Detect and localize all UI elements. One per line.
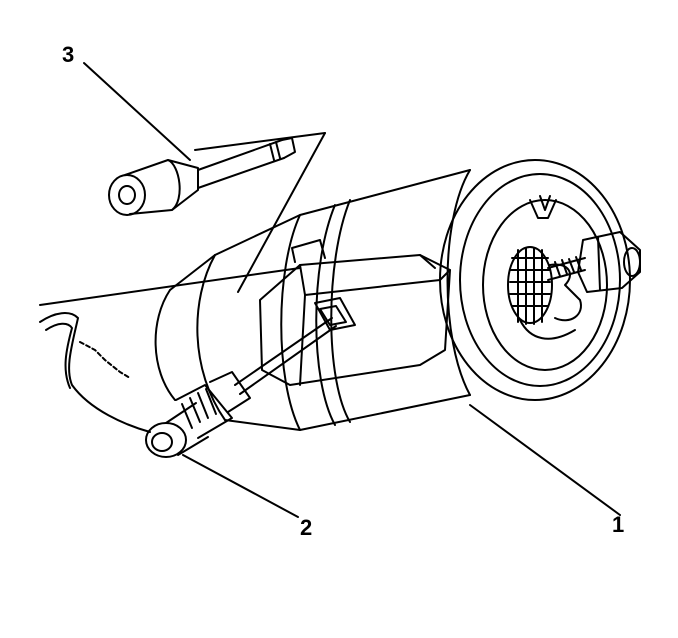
leader-line-2	[182, 454, 299, 518]
screwdriver-tool	[145, 317, 337, 458]
lock-housing-block	[259, 239, 451, 386]
leader-line-1	[469, 404, 621, 516]
callout-1: 1	[612, 512, 625, 537]
leader-lines	[83, 62, 621, 518]
wire-harness	[39, 312, 151, 433]
shaft-nut	[547, 231, 641, 293]
column-housing	[154, 159, 631, 431]
leader-line-3	[83, 62, 191, 161]
socket-bit-tool	[108, 137, 296, 216]
callout-3: 3	[62, 42, 75, 67]
callout-2: 2	[300, 515, 313, 540]
reference-lines	[39, 132, 326, 306]
